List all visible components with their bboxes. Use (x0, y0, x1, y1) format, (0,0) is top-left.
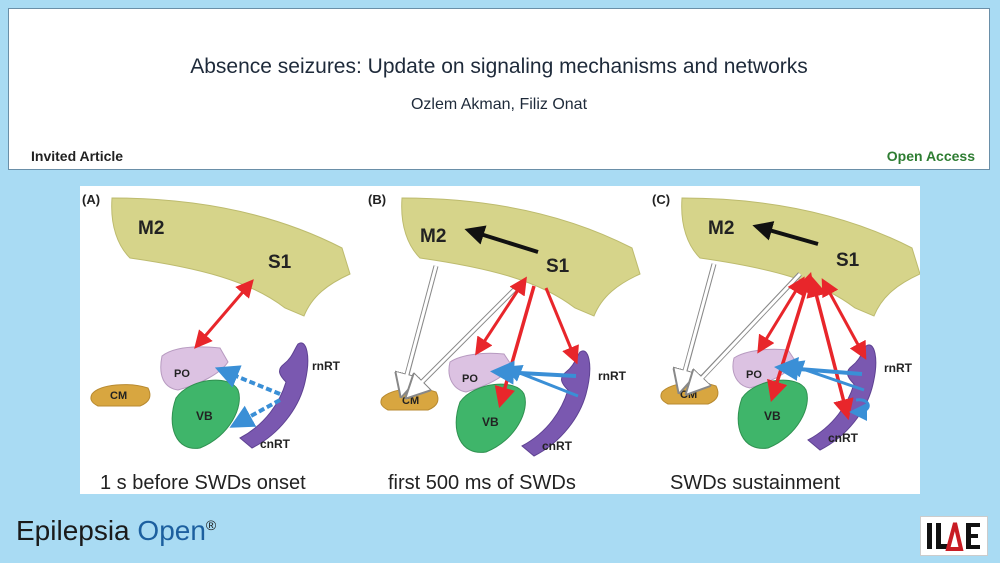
article-authors: Ozlem Akman, Filiz Onat (410, 96, 588, 113)
white-arrow-inner (682, 263, 716, 375)
m2-label: M2 (420, 226, 446, 247)
cm-label: CM (680, 389, 697, 401)
panel-a: (A) M2 S1 PO CM VB rnRT cnRT 1 s before … (82, 192, 351, 494)
po-label: PO (174, 368, 190, 380)
black-arrow (464, 225, 539, 254)
panel-a-tag: (A) (82, 192, 100, 207)
blue-loop-arrow (849, 398, 870, 421)
cm-label: CM (110, 390, 127, 402)
registered-mark: ® (205, 517, 217, 533)
graphical-abstract-figure: (A) M2 S1 PO CM VB rnRT cnRT 1 s before … (80, 186, 920, 494)
blue-dashed-arrow (229, 398, 281, 428)
open-access-label: Open Access (886, 148, 975, 164)
cnrt-label: cnRT (542, 439, 573, 453)
article-header: Absence seizures: Update on signaling me… (8, 8, 990, 170)
vb-label: VB (764, 409, 781, 423)
s1-label: S1 (836, 250, 860, 271)
journal-logo: Epilepsia Open® (16, 515, 216, 547)
blue-dashed-arrow (214, 365, 281, 396)
cortex-shape (401, 197, 641, 317)
panel-a-caption: 1 s before SWDs onset (100, 472, 306, 494)
panel-b-tag: (B) (368, 192, 386, 207)
panel-b-caption: first 500 ms of SWDs (388, 472, 576, 494)
po-label: PO (462, 373, 478, 385)
cortex-shape (681, 197, 920, 317)
red-arrow (821, 278, 867, 360)
m2-label: M2 (138, 218, 164, 239)
rnrt-label: rnRT (598, 369, 627, 383)
cm-label: CM (402, 395, 419, 407)
panel-b: (B) M2 S1 PO CM VB rnRT cnRT first 500 m… (368, 192, 641, 494)
black-arrow (752, 221, 819, 246)
s1-label: S1 (268, 252, 292, 273)
cnrt-label: cnRT (260, 437, 291, 451)
red-arrow (475, 276, 527, 356)
red-arrow (194, 279, 254, 349)
po-shape (160, 346, 229, 391)
rnrt-label: rnRT (312, 359, 341, 373)
ilae-logo-icon (927, 522, 980, 551)
cm-shape (90, 384, 151, 407)
cortex-shape (111, 197, 351, 317)
po-label: PO (746, 369, 762, 381)
panel-c-caption: SWDs sustainment (670, 472, 840, 494)
blue-arrow (785, 360, 865, 392)
cnrt-label: cnRT (828, 431, 859, 445)
article-title: Absence seizures: Update on signaling me… (190, 55, 808, 78)
ilae-logo (920, 516, 988, 556)
article-type-label: Invited Article (31, 148, 124, 164)
panel-c-tag: (C) (652, 192, 670, 207)
red-arrow (494, 285, 536, 409)
red-arrow (544, 287, 579, 365)
rt-shape (239, 342, 309, 449)
rnrt-label: rnRT (884, 361, 913, 375)
white-arrow-inner (404, 265, 438, 379)
blue-arrow (503, 364, 579, 398)
m2-label: M2 (708, 218, 734, 239)
vb-label: VB (482, 415, 499, 429)
journal-name: Epilepsia (16, 515, 130, 546)
s1-label: S1 (546, 256, 570, 277)
vb-label: VB (196, 409, 213, 423)
panel-c: (C) M2 S1 PO CM VB rnRT cnRT SWDs sustai… (652, 192, 920, 494)
journal-open: Open (137, 515, 206, 546)
red-arrow (806, 275, 854, 421)
